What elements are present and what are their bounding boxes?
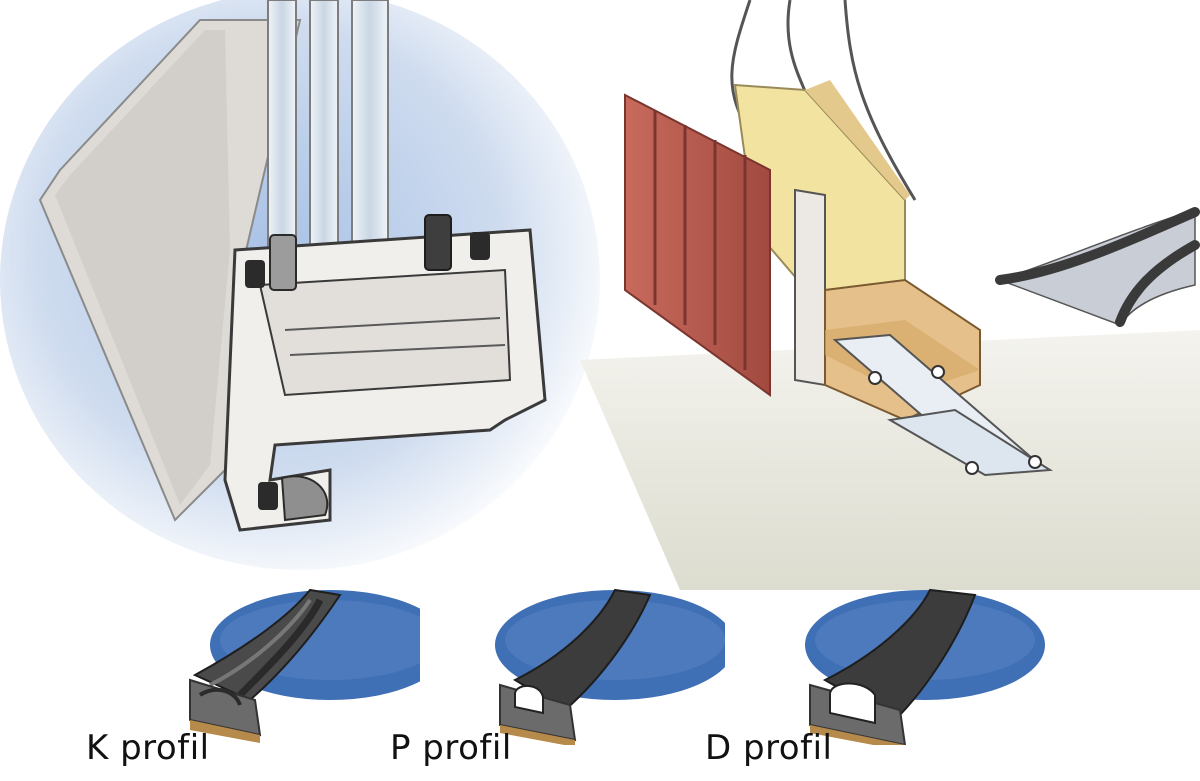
k-profile-seal-icon [189,588,420,743]
d-profile-seal-icon [805,588,1045,745]
p-profile-seal-icon [495,588,725,745]
d-profile-label: D profil [705,728,833,768]
wall-cross-section-icon [580,0,1200,590]
k-profile-label: K profil [86,728,210,768]
p-profile-label: P profil [390,728,512,768]
window-frame-cross-section-icon [0,0,600,570]
seal-strip-icon [995,207,1200,327]
